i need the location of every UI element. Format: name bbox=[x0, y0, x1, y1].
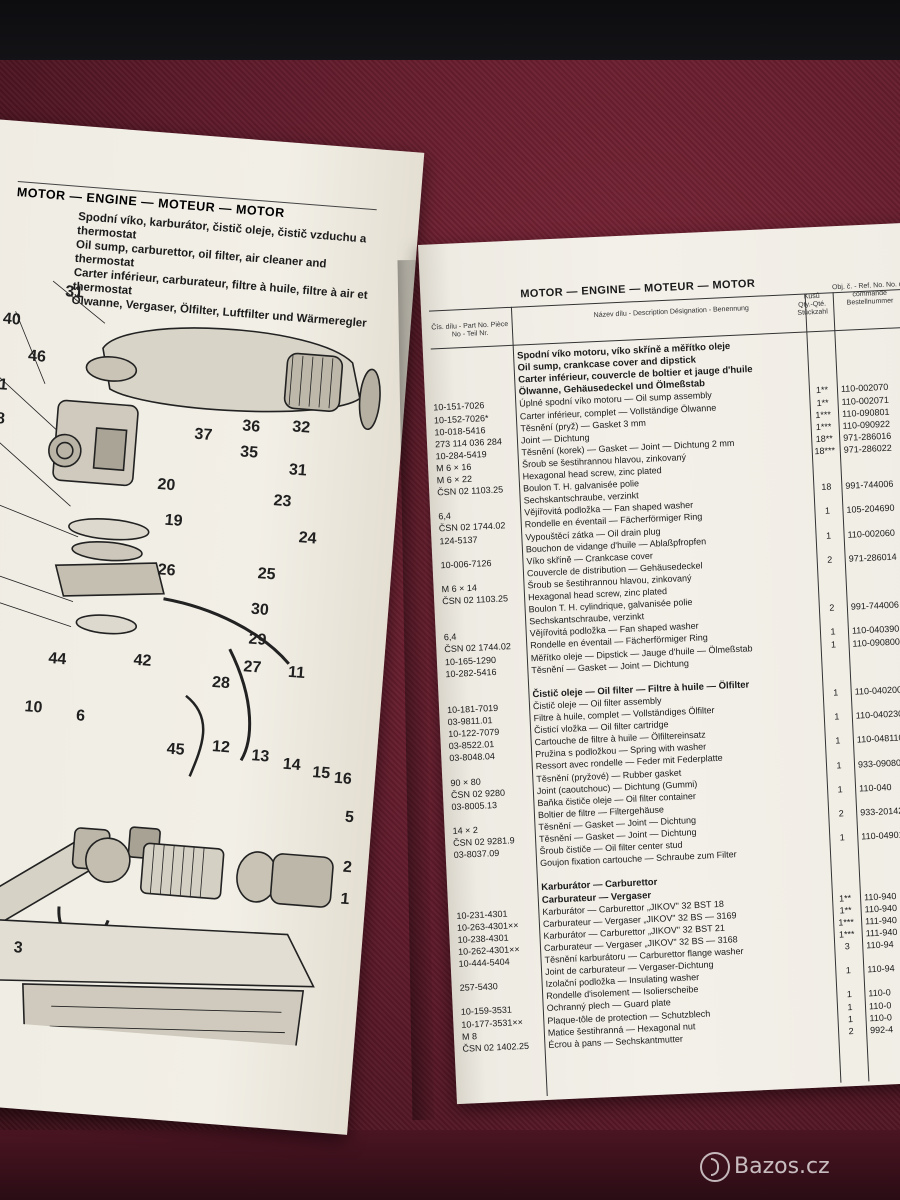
quantity-cell: 3 bbox=[844, 941, 850, 952]
quantity-cell: 1*** bbox=[838, 916, 855, 928]
quantity-cell: 1 bbox=[825, 530, 832, 541]
ref-number-cell bbox=[839, 332, 900, 336]
part-number-cell bbox=[431, 351, 511, 355]
ref-number-cell: 110-090801 bbox=[841, 406, 890, 419]
quantity-cell: 2 bbox=[848, 1025, 854, 1036]
callout-11: 11 bbox=[287, 663, 306, 683]
watermark-logo-icon bbox=[700, 1152, 730, 1182]
ref-number-cell: 110-002070 bbox=[840, 382, 889, 395]
watermark: Bazos.cz bbox=[700, 1152, 830, 1182]
callout-2: 2 bbox=[342, 858, 353, 877]
quantity-cell: 1 bbox=[837, 783, 843, 795]
callout-30: 30 bbox=[250, 600, 270, 620]
callout-20: 20 bbox=[156, 475, 176, 495]
ref-number-cell: 110-090922 bbox=[842, 418, 891, 431]
ref-number-cell: 971-286014 bbox=[848, 551, 897, 564]
quantity-cell: 1 bbox=[834, 711, 840, 722]
quantity-cell: 1 bbox=[835, 735, 841, 746]
quantity-cell: 1 bbox=[845, 965, 852, 976]
column-part-no: Čís. dílu - Part No. Pièce No - Teil Nr. bbox=[431, 320, 509, 339]
callout-32: 32 bbox=[291, 418, 311, 437]
callout-37: 37 bbox=[193, 425, 213, 445]
callout-23: 23 bbox=[272, 492, 292, 511]
callout-41: 41 bbox=[0, 375, 9, 394]
column-description: Název dílu - Description Désignation - B… bbox=[593, 305, 750, 320]
quantity-cell: 1 bbox=[824, 505, 831, 517]
callout-44: 44 bbox=[47, 649, 67, 669]
quantity-cell: 1** bbox=[839, 904, 852, 916]
quantity-cell: 18** bbox=[815, 433, 833, 444]
part-number-cell: ČSN 02 1402.25 bbox=[462, 1040, 530, 1054]
callout-5: 5 bbox=[344, 808, 355, 827]
quantity-cell: 1** bbox=[815, 384, 829, 396]
quantity-cell: 1 bbox=[847, 1001, 853, 1012]
carpet-edge bbox=[0, 1130, 900, 1200]
right-page: MOTOR — ENGINE — MOTEUR — MOTOR Čís. díl… bbox=[418, 222, 900, 1105]
callout-35: 35 bbox=[239, 443, 259, 462]
callout-14: 14 bbox=[282, 755, 302, 775]
callout-19c: 19 bbox=[164, 511, 184, 530]
callout-6: 6 bbox=[75, 707, 86, 725]
callout-28: 28 bbox=[211, 673, 231, 693]
ref-number-cell: 110-002071 bbox=[841, 394, 890, 407]
watermark-text: Bazos.cz bbox=[734, 1154, 830, 1179]
ref-number-cell: 110-002060 bbox=[847, 527, 896, 540]
ref-number-cell: 971-286016 bbox=[842, 430, 892, 443]
callout-24: 24 bbox=[298, 529, 318, 548]
quantity-cell: 1 bbox=[830, 626, 836, 638]
callout-26: 26 bbox=[157, 561, 177, 580]
callout-31b: 31 bbox=[288, 461, 308, 480]
quantity-cell: 1 bbox=[832, 687, 839, 698]
callout-45: 45 bbox=[166, 740, 186, 759]
quantity-cell: 2 bbox=[826, 554, 833, 565]
callout-10: 10 bbox=[23, 698, 44, 717]
quantity-cell: 1 bbox=[839, 832, 846, 843]
ref-number-cell: 991-744006 bbox=[845, 478, 894, 492]
column-quantity: Kusů Qty.-Qté. Stückzahl bbox=[797, 292, 828, 317]
quantity-cell: 18 bbox=[821, 481, 832, 493]
quantity-cell: 1 bbox=[830, 638, 837, 650]
ref-number-cell: 105-204690 bbox=[846, 503, 895, 516]
callout-12: 12 bbox=[211, 738, 231, 757]
callout-13: 13 bbox=[250, 747, 270, 766]
quantity-cell: 2 bbox=[829, 602, 835, 613]
quantity-cell: 1 bbox=[836, 759, 842, 771]
quantity-cell: 1 bbox=[847, 1013, 854, 1024]
quantity-cell: 1** bbox=[816, 397, 829, 408]
air-cleaner-drawing bbox=[85, 327, 381, 431]
quantity-cell: 2 bbox=[838, 808, 844, 819]
callout-31: 31 bbox=[64, 283, 84, 302]
quantity-cell: 1*** bbox=[815, 421, 832, 432]
ref-number-cell: 971-286022 bbox=[843, 442, 892, 455]
callout-42: 42 bbox=[132, 651, 153, 670]
callout-29: 29 bbox=[247, 630, 268, 649]
callout-15: 15 bbox=[311, 764, 331, 783]
left-page: MOTOR — ENGINE — MOTEUR — MOTOR Spodní v… bbox=[0, 117, 425, 1135]
oil-sump-drawing bbox=[0, 915, 315, 1051]
callout-46: 46 bbox=[27, 347, 47, 366]
callout-25: 25 bbox=[257, 565, 277, 584]
quantity-cell: 18*** bbox=[814, 445, 836, 457]
quantity-cell: 1 bbox=[846, 989, 853, 1000]
callout-36: 36 bbox=[241, 417, 261, 436]
quantity-cell: 1*** bbox=[838, 928, 855, 940]
callout-27: 27 bbox=[242, 658, 262, 677]
quantity-cell: 1** bbox=[838, 892, 852, 904]
callout-3: 3 bbox=[13, 939, 24, 957]
callout-16: 16 bbox=[333, 769, 353, 789]
right-page-content: MOTOR — ENGINE — MOTEUR — MOTOR Čís. díl… bbox=[418, 222, 900, 1104]
column-ref-no: Obj. č. - Ref. No. No. de commande Beste… bbox=[831, 280, 900, 307]
callout-1: 1 bbox=[339, 890, 351, 909]
quantity-cell: 1*** bbox=[815, 409, 832, 420]
quantity-cell bbox=[832, 856, 854, 857]
callout-40: 40 bbox=[2, 310, 22, 329]
carburettor-drawing bbox=[48, 399, 139, 487]
quantity-cell bbox=[823, 663, 845, 664]
